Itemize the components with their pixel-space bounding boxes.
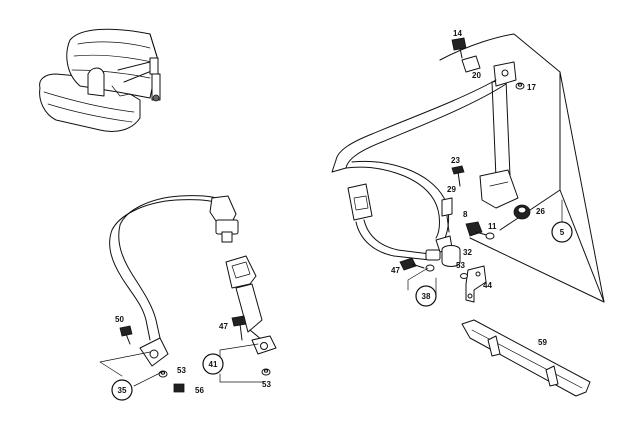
part-label-26: 26 <box>536 207 545 216</box>
rear-seat-illustration <box>39 28 161 132</box>
part-label-53-right: 53 <box>456 261 465 270</box>
part-label-53-left-a: 53 <box>177 366 186 375</box>
front-belt-assembly-right <box>331 33 605 303</box>
part-label-14: 14 <box>453 29 462 38</box>
callout-41: 41 <box>202 353 224 375</box>
part-label-56: 56 <box>195 386 204 395</box>
part-label-11: 11 <box>488 222 497 231</box>
part-label-32: 32 <box>463 248 472 257</box>
callout-38: 38 <box>415 285 437 307</box>
callout-35: 35 <box>111 379 133 401</box>
part-label-44: 44 <box>483 281 492 290</box>
svg-text:38: 38 <box>422 292 431 301</box>
callout-5: 5 <box>551 221 573 243</box>
part-label-29: 29 <box>447 185 456 194</box>
svg-text:5: 5 <box>560 228 565 237</box>
part-label-53-left-b: 53 <box>262 380 271 389</box>
part-label-59: 59 <box>538 338 547 347</box>
part-numbers: 14 20 17 23 29 26 8 11 32 47 53 44 59 50… <box>115 29 547 395</box>
rear-belt-assembly-left <box>109 195 277 393</box>
part-label-47-left: 47 <box>219 322 228 331</box>
part-label-50: 50 <box>115 315 124 324</box>
svg-text:35: 35 <box>118 386 127 395</box>
svg-text:41: 41 <box>209 360 218 369</box>
part-label-8: 8 <box>463 210 468 219</box>
part-label-17: 17 <box>527 83 536 92</box>
guide-rail-59 <box>461 319 591 397</box>
part-label-47-right: 47 <box>391 266 400 275</box>
part-label-20: 20 <box>472 71 481 80</box>
part-label-23: 23 <box>451 156 460 165</box>
